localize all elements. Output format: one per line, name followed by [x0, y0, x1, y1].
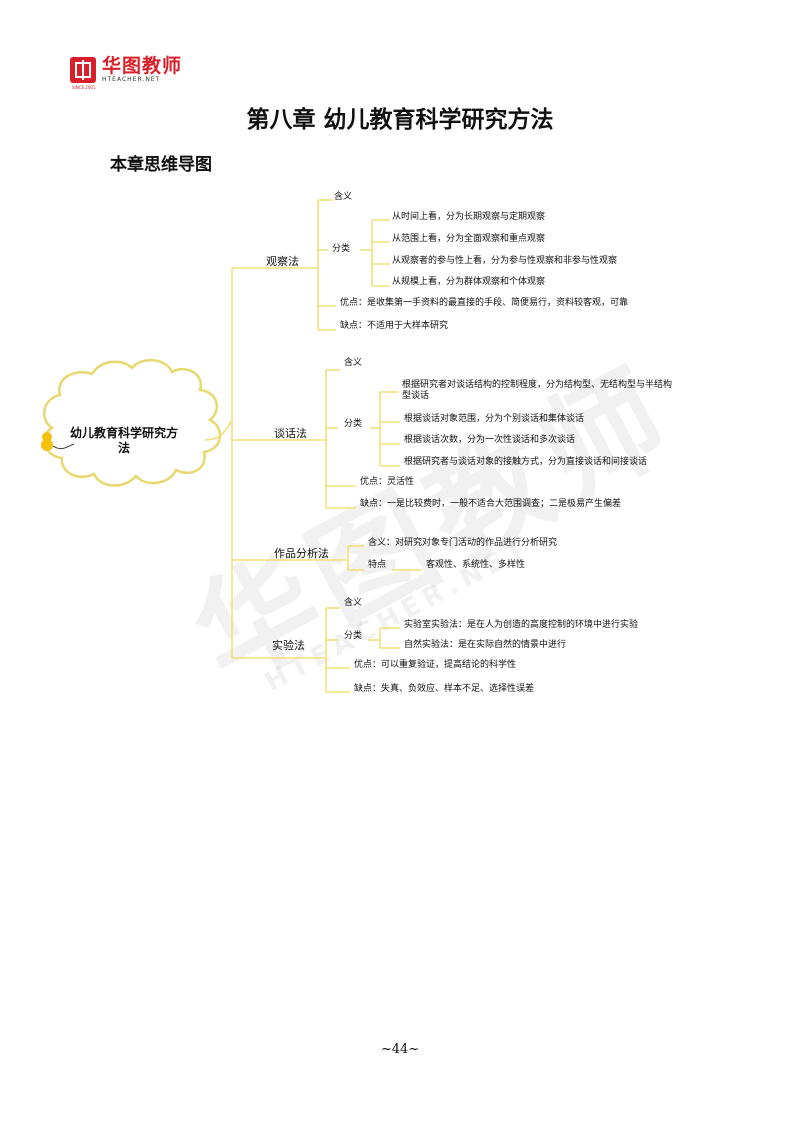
observation-type: 从范围上看，分为全面观察和重点观察 — [392, 234, 546, 244]
observation-type: 从时间上看，分为长期观察与定期观察 — [392, 212, 546, 222]
work-analysis-meaning: 含义：对研究对象专门活动的作品进行分析研究 — [368, 538, 558, 548]
branch-observation: 观察法 — [266, 255, 299, 268]
experiment-cons: 缺点：失真、负效应、样本不足、选择性误差 — [354, 684, 535, 694]
observation-type: 从观察者的参与性上看，分为参与性观察和非参与性观察 — [392, 256, 618, 266]
page-number: ~44~ — [380, 1042, 420, 1057]
experiment-type: 实验室实验法：是在人为创造的高度控制的环境中进行实验 — [404, 620, 639, 630]
work-analysis-feature-label: 特点 — [368, 560, 387, 570]
observation-type: 从规模上看，分为群体观察和个体观察 — [392, 277, 546, 287]
logo-site: HTEACHER.NET — [102, 76, 161, 83]
center-cloud-shape — [42, 359, 222, 487]
interview-cons: 缺点：一是比较费时，一般不适合大范围调查；二是极易产生偏差 — [360, 499, 622, 509]
experiment-category: 分类 — [344, 631, 363, 641]
interview-type: 根据谈话对象范围，分为个别谈话和集体谈话 — [404, 414, 585, 424]
observation-category: 分类 — [332, 244, 351, 254]
interview-meaning: 含义 — [344, 358, 363, 368]
observation-cons: 缺点：不适用于大样本研究 — [340, 321, 449, 331]
branch-experiment: 实验法 — [272, 639, 305, 652]
observation-meaning: 含义 — [334, 192, 353, 202]
duck-icon — [41, 432, 75, 451]
interview-category: 分类 — [344, 419, 363, 429]
branch-interview: 谈话法 — [274, 427, 307, 440]
interview-pros: 优点：灵活性 — [360, 477, 415, 487]
page-title: 第八章 幼儿教育科学研究方法 — [246, 106, 554, 133]
work-analysis-feature-value: 客观性、系统性、多样性 — [426, 560, 526, 570]
experiment-pros: 优点：可以重复验证，提高结论的科学性 — [354, 660, 517, 670]
interview-type: 根据研究者与谈话对象的接触方式，分为直接谈话和间接谈话 — [404, 457, 648, 467]
interview-type: 根据谈话次数，分为一次性谈话和多次谈话 — [404, 435, 576, 445]
observation-pros: 优点：是收集第一手资料的最直接的手段、简便易行，资料较客观，可靠 — [340, 298, 629, 308]
logo-mark-icon: SINCE 2001 — [70, 56, 96, 90]
logo-brand-name: 华图教师 — [102, 55, 183, 77]
mindmap-center-topic: 幼儿教育科学研究方法 — [69, 426, 178, 455]
experiment-meaning: 含义 — [344, 598, 363, 608]
section-subtitle: 本章思维导图 — [110, 155, 212, 175]
interview-type: 型谈话 — [402, 391, 430, 401]
interview-type: 根据研究者对谈话结构的控制程度，分为结构型、无结构型与半结构 — [402, 380, 673, 390]
logo-since: SINCE 2001 — [72, 84, 96, 90]
brand-logo: SINCE 2001 华图教师 HTEACHER.NET — [70, 55, 183, 90]
branch-work-analysis: 作品分析法 — [274, 547, 329, 560]
experiment-type: 自然实验法：是在实际自然的情景中进行 — [404, 640, 567, 650]
